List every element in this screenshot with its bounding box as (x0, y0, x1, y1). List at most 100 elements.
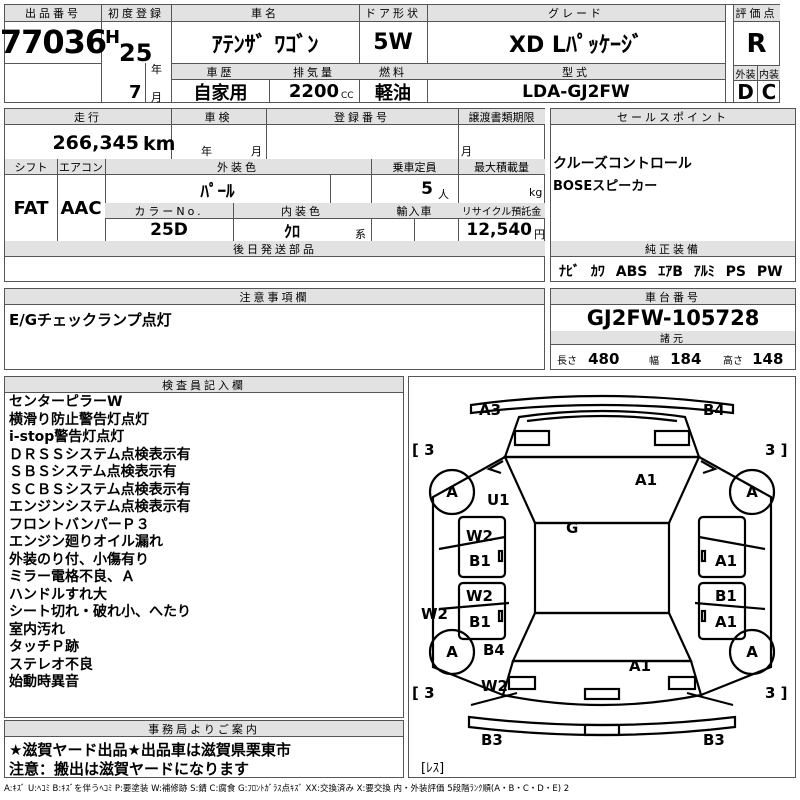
note-line: 外装のり付、小傷有り (9, 551, 149, 568)
mileage-unit: km (143, 133, 176, 155)
recycle-value: 12,540 (466, 220, 532, 240)
history-value: 自家用 (193, 82, 248, 104)
spec-height-value: 148 (752, 350, 784, 368)
max-load-unit: kg (529, 186, 543, 199)
fuel-header: 燃料 (359, 63, 427, 80)
mark-b4-left-rear: B4 (483, 641, 505, 659)
mark-less: [ﾚｽ] (421, 761, 445, 776)
spec-length-label: 長さ (557, 356, 577, 367)
note-line: 室内汚れ (9, 621, 65, 638)
car-outline (428, 394, 776, 737)
ext-color-header: 外装色 (105, 159, 371, 175)
note-line: 始動時異音 (9, 674, 79, 690)
ext-color-value: ﾊﾟｰﾙ (200, 181, 235, 202)
mileage-value: 266,345 (52, 132, 139, 154)
displacement-header: 排気量 (269, 63, 359, 80)
int-color-value: ｸﾛ (283, 222, 300, 241)
mark-tire-fl: A (446, 483, 458, 501)
exterior-header: 外装 (734, 65, 757, 81)
score-header: 評価点 (733, 5, 780, 22)
equip-airbag: ｴｱB (658, 264, 683, 280)
grade: XD Lﾊﾟｯｹｰｼﾞ (509, 32, 643, 58)
chassis-header: 車台番号 (551, 289, 795, 305)
mark-b1-left-door2: B1 (469, 613, 491, 631)
first-reg-era: H (105, 27, 121, 48)
sales-point-1: クルーズコントロール (553, 156, 692, 172)
color-no-header: カラーNo. (105, 203, 233, 219)
equip-abs: ABS (615, 264, 648, 280)
mark-w2-left-door1: W2 (466, 527, 493, 545)
car-name-header: 車名 (171, 5, 359, 22)
displacement-unit: CC (341, 91, 354, 101)
mark-g-roof: G (566, 519, 579, 537)
note-line: エンジン廻りオイル漏れ (9, 534, 163, 550)
sales-point-block: セールスポイント クルーズコントロール BOSEスピーカー 純正装備 ﾅﾋﾞ ｶ… (550, 108, 796, 282)
inspector-notes-list: センターピラーW 横滑り防止警告灯点灯 i-stop警告灯点灯 ＤＲＳＳシステム… (9, 394, 191, 692)
lot-number: 77036 (0, 23, 107, 61)
detail-block: 走行 車検 登録番号 譲渡書類期限 266,345 km 年 月 月 シフト エ… (4, 108, 545, 282)
recycle-header: リサイクル預託金 (458, 203, 545, 219)
mark-a3-top-left: A3 (479, 401, 502, 419)
equip-pw: PW (756, 264, 783, 280)
equip-navi: ﾅﾋﾞ (559, 264, 580, 280)
genuine-equip-header: 純正装備 (551, 241, 795, 257)
mark-b3-rear-right: B3 (703, 731, 725, 749)
inspector-notes-block: 検査員記入欄 センターピラーW 横滑り防止警告灯点灯 i-stop警告灯点灯 Ｄ… (4, 376, 404, 718)
office-notice-header: 事務局よりご案内 (5, 721, 403, 737)
note-line: ＳＢＳシステム点検表示有 (9, 464, 177, 480)
spec-height: 高さ 148 (723, 349, 783, 368)
mark-b1-left-door1: B1 (469, 552, 491, 570)
mark-glass-left-bottom: [ 3 (412, 684, 435, 702)
import-header: 輸入車 (371, 203, 458, 219)
office-notice-block: 事務局よりご案内 ★滋賀ヤード出品★出品車は滋賀県栗東市 注意：搬出は滋賀ヤード… (4, 720, 404, 778)
shift-header: シフト (5, 159, 57, 175)
capacity-unit: 人 (438, 188, 449, 201)
note-line: i-stop警告灯点灯 (9, 429, 125, 445)
mark-w2-left-rear: W2 (481, 677, 508, 695)
lot-no-header: 出品番号 (5, 5, 101, 22)
capacity-value: 5 (421, 179, 433, 199)
int-color-unit: 系 (355, 228, 366, 241)
equip-leather: ｶﾜ (590, 264, 605, 280)
inspection-header: 車検 (171, 109, 266, 125)
transfer-month-unit: 月 (461, 145, 472, 158)
first-reg-month: 7 (129, 82, 142, 103)
mark-a1-right-door1: A1 (715, 552, 738, 570)
note-line: センターピラーW (9, 394, 123, 410)
interior-header: 内装 (758, 65, 780, 81)
note-line: フロントバンパーＰ３ (9, 516, 150, 533)
sales-point-header: セールスポイント (551, 109, 795, 125)
header-block: 出品番号 初度登録 車名 ドア形状 グレード 評価点 77036 H 25 年 … (0, 4, 780, 104)
mileage-header: 走行 (5, 109, 171, 125)
capacity-header: 乗車定員 (371, 159, 458, 175)
equip-alloy: ｱﾙﾐ (693, 264, 715, 280)
door-type: 5W (373, 30, 413, 55)
inspector-notes-header: 検査員記入欄 (5, 377, 403, 393)
damage-diagram: A3 B4 [ 3 3 ] A A A A U1 A1 G W2 B1 W2 B… (408, 376, 796, 778)
exterior-score: D (737, 80, 754, 104)
note-line: エンジンシステム点検表示有 (9, 499, 191, 515)
int-color-header: 内装色 (233, 203, 371, 219)
mark-u1: U1 (487, 491, 510, 509)
first-reg-year-unit: 年 (151, 63, 162, 76)
mark-w2-left-door2: W2 (466, 587, 493, 605)
transfer-doc-header: 譲渡書類期限 (458, 109, 545, 125)
mark-a1-right-door2: A1 (715, 613, 738, 631)
spec-height-label: 高さ (723, 356, 743, 367)
mark-b1-right-door2: B1 (715, 587, 737, 605)
mark-tire-rr: A (746, 643, 758, 661)
score: R (746, 28, 767, 59)
mark-tire-fr: A (746, 483, 758, 501)
note-line: ハンドルすれ大 (9, 586, 107, 603)
note-line: ステレオ不良 (9, 656, 93, 673)
first-reg-month-unit: 月 (151, 91, 162, 104)
shift-value: FAT (13, 197, 49, 219)
office-notice-2: 注意：搬出は滋賀ヤードになります (9, 760, 250, 778)
spec-width: 幅 184 (649, 349, 701, 368)
caution-header: 注意事項欄 (5, 289, 544, 305)
aircon-header: エアコン (57, 159, 105, 175)
max-load-header: 最大積載量 (458, 159, 545, 175)
first-reg-year: 25 (119, 39, 153, 67)
mark-tire-rl: A (446, 643, 458, 661)
mark-b3-rear-left: B3 (481, 731, 503, 749)
